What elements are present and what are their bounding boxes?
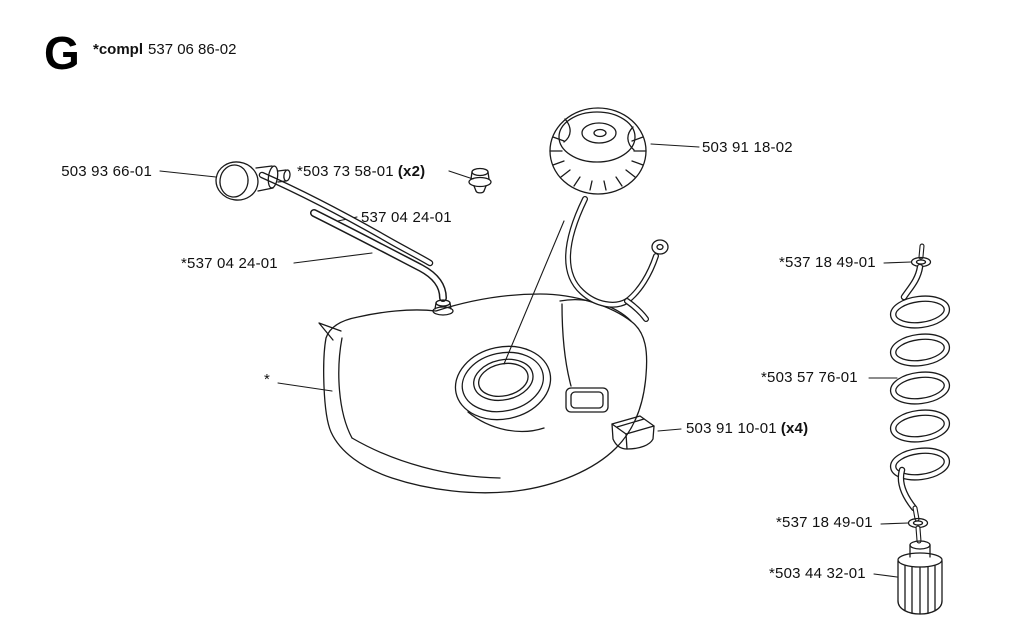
part-number-text: 503 91 18-02 (702, 139, 793, 156)
part-number-text: *503 73 58-01 (297, 163, 394, 180)
grommet-installed (432, 299, 454, 316)
tank-clip (611, 415, 655, 450)
cap-retainer-strap (564, 196, 669, 322)
part-number-text: 503 93 66-01 (61, 163, 152, 180)
fuel-cap (549, 107, 647, 195)
grommet-loose (468, 167, 492, 194)
part-label-503-57-76-01: *503 57 76-01 (761, 369, 858, 387)
fuel-line-upper (258, 171, 434, 267)
assembly-number: 537 06 86-02 (148, 41, 237, 58)
part-label-537-04-24-01-upper: 537 04 24-01 (361, 209, 452, 227)
part-label-asterisk: * (264, 371, 270, 389)
part-label-537-18-49-01-lower: *537 18 49-01 (776, 514, 873, 532)
tank-slot (565, 387, 609, 413)
coiled-fuel-line (889, 295, 951, 481)
coil-assembly (889, 243, 951, 615)
fuel-tank (318, 293, 648, 494)
part-label-503-93-66-01: 503 93 66-01 (50, 163, 152, 181)
part-number-text: *537 18 49-01 (776, 514, 873, 531)
tank-tab (318, 322, 342, 341)
part-number-text: *503 57 76-01 (761, 369, 858, 386)
part-number-text: 537 04 24-01 (361, 209, 452, 226)
fuel-line-lower (310, 209, 447, 302)
part-label-537-18-49-01-upper: *537 18 49-01 (779, 254, 876, 272)
part-qty-text: (x4) (780, 420, 809, 437)
primer-valve (215, 161, 291, 201)
part-label-503-91-10-01: 503 91 10-01(x4) (686, 420, 808, 438)
cap-ribs (549, 136, 647, 191)
part-label-537-04-24-01-lower: *537 04 24-01 (181, 255, 278, 273)
part-label-503-44-32-01: *503 44 32-01 (769, 565, 866, 583)
filler-neck (454, 345, 552, 421)
part-qty-text: (x2) (397, 163, 426, 180)
part-label-503-73-58-01: *503 73 58-01(x2) (297, 163, 425, 181)
assembly-prefix: *compl (93, 41, 144, 58)
part-label-503-91-18-02: 503 91 18-02 (702, 139, 793, 157)
part-number-text: *537 04 24-01 (181, 255, 278, 272)
part-number-text: 503 91 10-01 (686, 420, 777, 437)
part-number-text: * (264, 371, 271, 388)
fuel-filter (897, 540, 943, 615)
part-number-text: *537 18 49-01 (779, 254, 876, 271)
section-letter: G (44, 27, 80, 79)
part-number-text: *503 44 32-01 (769, 565, 866, 582)
